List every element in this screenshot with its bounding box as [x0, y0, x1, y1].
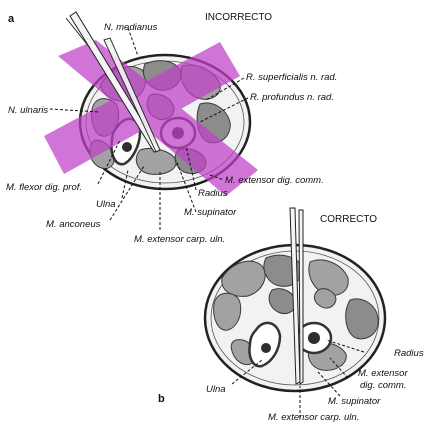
panel-a-verdict: INCORRECTO [205, 12, 272, 23]
label-ulna-b: Ulna [206, 384, 226, 395]
label-radius-b: Radius [394, 348, 424, 359]
label-m-extensor-b-line2: dig. comm. [360, 380, 406, 391]
leader-lines-b [231, 339, 365, 418]
radius-bone-b [295, 321, 333, 355]
needle-b [289, 207, 304, 385]
label-m-anconeus: M. anconeus [46, 219, 101, 230]
panel-b: CORRECTO b [158, 207, 424, 423]
label-n-medianus: N. medianus [104, 22, 158, 33]
label-ulna-a: Ulna [96, 199, 116, 210]
label-radius-a: Radius [198, 188, 228, 199]
needle-a [65, 11, 161, 153]
muscle-group-b [213, 254, 379, 371]
label-m-extensor-b-line1: M. extensor [358, 368, 408, 379]
leader-lines-a [49, 27, 249, 230]
label-n-ulnaris: N. ulnaris [8, 105, 48, 116]
ulna-bone-b [248, 321, 282, 368]
label-m-extensor-carp-uln-a: M. extensor carp. uln. [134, 234, 225, 245]
label-m-supinator-b: M. supinator [328, 396, 381, 407]
label-m-supinator-a: M. supinator [184, 207, 237, 218]
label-r-superficialis: R. superficialis n. rad. [246, 72, 337, 83]
label-m-extensor-carp-uln-b: M. extensor carp. uln. [268, 412, 359, 423]
label-r-profundus: R. profundus n. rad. [250, 92, 334, 103]
label-m-flexor-dig-prof: M. flexor dig. prof. [6, 182, 82, 193]
incorrect-cross-overlay [44, 40, 258, 196]
panel-b-verdict: CORRECTO [320, 214, 377, 225]
panel-a-letter: a [8, 13, 15, 25]
panel-b-letter: b [158, 393, 165, 405]
panel-a: a INCORRECTO [6, 11, 337, 245]
label-m-extensor-dig-comm: M. extensor dig. comm. [225, 175, 324, 186]
